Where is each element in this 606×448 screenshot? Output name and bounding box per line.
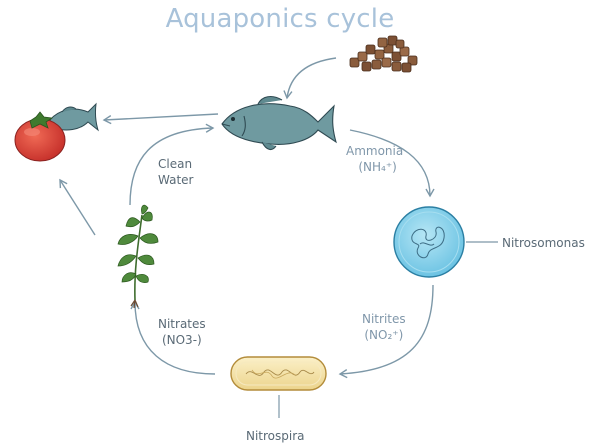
arrow-plant-to-fish — [129, 123, 215, 206]
nitrosomonas-bacterium-icon — [393, 206, 465, 278]
ammonia-label: Ammonia (NH₄⁺) — [346, 143, 403, 175]
arrow-nitrosomonas-to-nitrospira — [338, 284, 434, 379]
arrow-fish-to-tomato — [102, 113, 219, 125]
fish-food-icon — [349, 35, 418, 73]
nitrates-label-line1: Nitrates — [158, 317, 206, 331]
clean-water-label-line2: Water — [158, 173, 194, 187]
nitrosomonas-label: Nitrosomonas — [502, 236, 585, 250]
clean-water-label: Clean Water — [158, 156, 193, 188]
arrow-fish-to-bacterium — [349, 129, 435, 198]
fish-icon — [221, 95, 337, 151]
tomato-icon — [14, 111, 66, 162]
arrow-plant-to-tomato — [59, 178, 96, 236]
nitrospira-bacterium-icon — [230, 356, 327, 391]
plant-icon — [117, 204, 159, 309]
nitrites-label-line2: (NO₂⁺) — [364, 328, 404, 342]
nitrites-label: Nitrites (NO₂⁺) — [362, 311, 406, 343]
clean-water-label-line1: Clean — [158, 157, 193, 171]
nitrites-label-line1: Nitrites — [362, 312, 406, 326]
nitrates-label: Nitrates (NO3-) — [158, 316, 206, 348]
nitrospira-label: Nitrospira — [246, 429, 305, 443]
diagram-title: Aquaponics cycle — [165, 4, 395, 34]
nitrates-label-line2: (NO3-) — [161, 333, 202, 347]
small-fish-icon — [49, 102, 99, 132]
arrow-nitrospira-to-plant — [130, 300, 216, 375]
cycle-arrows — [59, 57, 435, 379]
ammonia-label-line1: Ammonia — [346, 144, 404, 158]
arrow-food-to-fish — [283, 57, 337, 100]
ammonia-label-line2: (NH₄⁺) — [358, 160, 397, 174]
